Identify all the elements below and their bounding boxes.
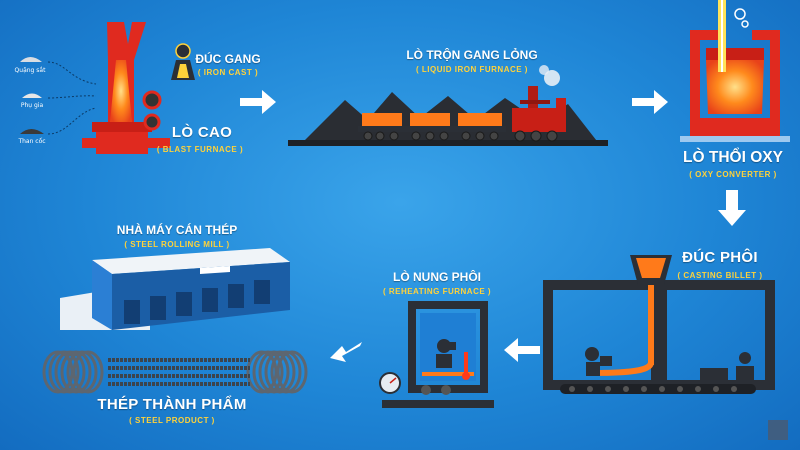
raw-material-label: Phụ gia xyxy=(20,102,44,109)
raw-material-label: Than cốc xyxy=(18,138,46,145)
raw-materials xyxy=(20,57,97,135)
iron-cast-label: ĐÚC GANG xyxy=(195,52,261,66)
casting-billet-sublabel: ( CASTING BILLET ) xyxy=(677,271,763,280)
steel-product-label: THÉP THÀNH PHẨM xyxy=(97,396,247,413)
steel-rolling-mill-label: NHÀ MÁY CÁN THÉP xyxy=(116,223,238,237)
steel-rolling-mill-sublabel: ( STEEL ROLLING MILL ) xyxy=(124,240,230,249)
steel-product-sublabel: ( STEEL PRODUCT ) xyxy=(129,416,215,425)
liquid-iron-furnace-label: LÒ TRỘN GANG LỎNG xyxy=(406,48,538,62)
flow-arrow-1 xyxy=(240,90,276,114)
blast-furnace-sublabel: ( BLAST FURNACE ) xyxy=(156,145,244,154)
liquid-iron-train-illustration xyxy=(288,65,608,146)
raw-material-label: Quặng sắt xyxy=(14,67,46,74)
oxy-converter-illustration xyxy=(680,0,790,142)
iron-cast-icon xyxy=(171,43,195,80)
channel-logo xyxy=(768,420,788,440)
casting-billet-label: ĐÚC PHÔI xyxy=(682,249,758,266)
steel-rolling-mill-illustration xyxy=(60,248,290,330)
oxy-converter-sublabel: ( OXY CONVERTER ) xyxy=(689,170,777,179)
blast-furnace-illustration xyxy=(82,22,170,154)
casting-billet-illustration xyxy=(543,255,775,394)
flow-arrow-3 xyxy=(718,190,746,226)
liquid-iron-furnace-sublabel: ( LIQUID IRON FURNACE ) xyxy=(416,65,528,74)
flow-arrow-5 xyxy=(330,342,362,362)
reheating-furnace-label: LÒ NUNG PHÔI xyxy=(392,270,482,284)
flow-arrow-2 xyxy=(632,90,668,114)
steel-product-illustration xyxy=(42,350,308,394)
iron-cast-sublabel: ( IRON CAST ) xyxy=(197,68,259,77)
reheating-furnace-illustration xyxy=(379,301,494,408)
flow-arrow-4 xyxy=(504,338,540,362)
blast-furnace-label: LÒ CAO xyxy=(171,124,233,141)
reheating-furnace-sublabel: ( REHEATING FURNACE ) xyxy=(382,287,492,296)
oxy-converter-label: LÒ THỔI OXY xyxy=(683,149,783,166)
